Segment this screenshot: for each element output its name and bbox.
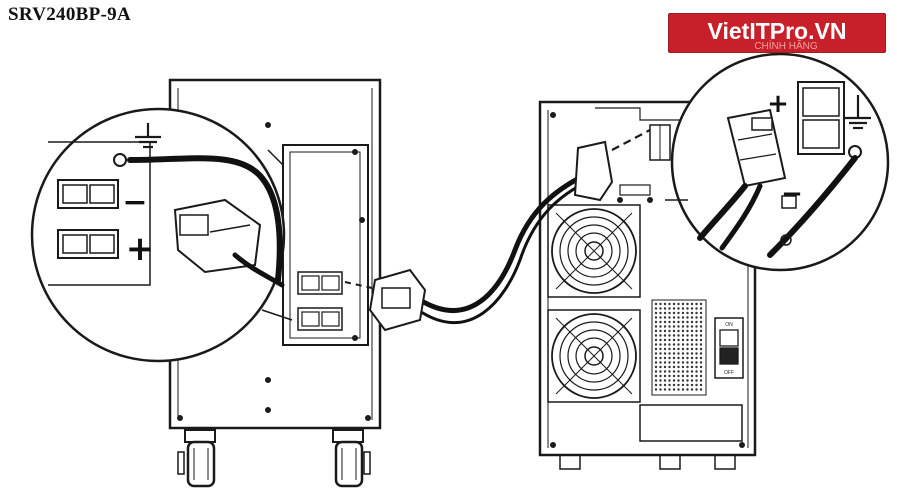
brand-name: VietITPro.VN	[708, 18, 847, 44]
caster-wheel-icon	[177, 429, 216, 488]
zoom-detail-ups-side: + −	[670, 52, 890, 272]
page-title: SRV240BP-9A	[8, 4, 131, 25]
ground-icon	[135, 123, 161, 149]
plus-sign: +	[126, 229, 155, 269]
ups-unit: ON OFF	[538, 100, 757, 470]
minus-sign: −	[781, 179, 803, 209]
brand-tagline: CHÍNH HÃNG	[754, 39, 818, 52]
battery-connector-icon	[368, 268, 427, 332]
cooling-fan-icon	[547, 204, 641, 298]
cooling-fan-icon	[547, 309, 641, 403]
battery-connector-icon	[573, 129, 651, 202]
battery-connector-icon	[726, 108, 787, 188]
ground-icon	[845, 95, 871, 130]
brand-watermark-logo: VietITPro.VN CHÍNH HÃNG	[668, 13, 886, 53]
caster-wheel-icon	[332, 429, 371, 488]
zoom-detail-battery-side: − +	[30, 107, 286, 363]
plus-sign: +	[767, 89, 789, 119]
battery-connector-icon	[173, 198, 262, 274]
switch-off-label: OFF	[724, 370, 734, 376]
ventilation-grille	[651, 299, 707, 396]
battery-pack-cabinet	[168, 78, 382, 488]
power-switch-icon: ON OFF	[714, 317, 744, 379]
battery-cable	[416, 172, 592, 324]
minus-sign: −	[122, 185, 147, 220]
switch-on-label: ON	[725, 322, 733, 328]
vent-holes	[654, 302, 703, 391]
